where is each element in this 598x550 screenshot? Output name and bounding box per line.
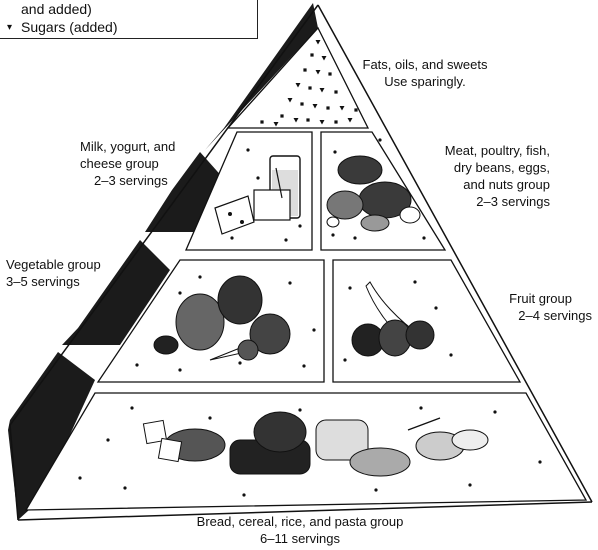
legend-item-sugars: Sugars (added) bbox=[21, 19, 118, 35]
meat-servings: 2–3 servings bbox=[410, 193, 550, 210]
meat-name-line2: dry beans, eggs, bbox=[410, 159, 550, 176]
fat-dot-mark bbox=[334, 90, 337, 93]
bread-servings: 6–11 servings bbox=[150, 530, 450, 547]
fat-dot-mark bbox=[354, 108, 357, 111]
milk-name-line2: cheese group bbox=[80, 155, 175, 172]
fat-dot-mark bbox=[334, 120, 337, 123]
vegetable-name: Vegetable group bbox=[6, 256, 101, 273]
label-milk: Milk, yogurt, and cheese group 2–3 servi… bbox=[80, 138, 175, 189]
label-vegetable: Vegetable group 3–5 servings bbox=[6, 256, 101, 290]
fat-dot-mark bbox=[303, 68, 306, 71]
fat-dot-mark bbox=[280, 114, 283, 117]
fat-dot-mark bbox=[300, 102, 303, 105]
milk-servings: 2–3 servings bbox=[80, 172, 175, 189]
fat-dot-mark bbox=[306, 118, 309, 121]
meat-name-line3: and nuts group bbox=[410, 176, 550, 193]
fats-name: Fats, oils, and sweets bbox=[350, 56, 500, 73]
meat-name-line1: Meat, poultry, fish, bbox=[410, 142, 550, 159]
fat-dot-mark bbox=[260, 120, 263, 123]
fat-dot-mark bbox=[308, 86, 311, 89]
bread-name: Bread, cereal, rice, and pasta group bbox=[150, 513, 450, 530]
label-fats: Fats, oils, and sweets Use sparingly. bbox=[350, 56, 500, 90]
tier-panels bbox=[26, 28, 586, 510]
fat-dot-mark bbox=[310, 53, 313, 56]
sugar-marker-icon: ▾ bbox=[7, 22, 12, 33]
fruit-name: Fruit group bbox=[480, 290, 592, 307]
legend-item-added: and added) bbox=[21, 1, 92, 17]
label-bread: Bread, cereal, rice, and pasta group 6–1… bbox=[150, 513, 450, 547]
fat-dot-mark bbox=[328, 72, 331, 75]
legend-box: and added) ▾ Sugars (added) bbox=[0, 0, 258, 39]
fat-dot-mark bbox=[326, 106, 329, 109]
fats-note: Use sparingly. bbox=[350, 73, 500, 90]
milk-name-line1: Milk, yogurt, and bbox=[80, 138, 175, 155]
vegetable-servings: 3–5 servings bbox=[6, 273, 101, 290]
fruit-servings: 2–4 servings bbox=[480, 307, 592, 324]
label-fruit: Fruit group 2–4 servings bbox=[480, 290, 592, 324]
label-meat: Meat, poultry, fish, dry beans, eggs, an… bbox=[410, 142, 550, 210]
